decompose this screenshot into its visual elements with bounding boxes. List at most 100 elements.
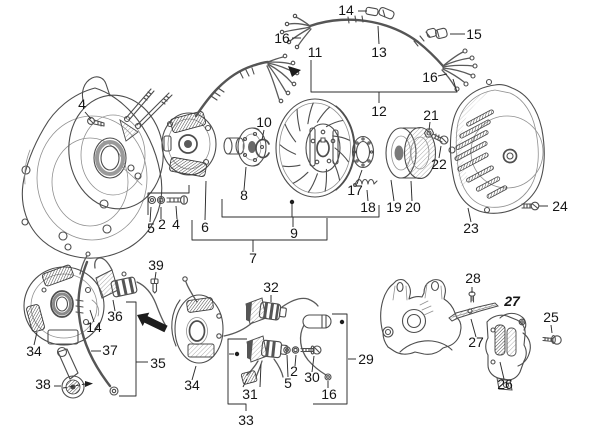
part-label-2: 2: [158, 216, 166, 232]
leader-line: [191, 365, 197, 381]
leader-line: [149, 206, 152, 223]
part-label-27: 27: [503, 293, 521, 309]
fan-blade: [332, 135, 351, 141]
fan-cover-23: [448, 78, 545, 214]
part-label-16: 16: [274, 30, 290, 46]
flywheel-blades: [279, 102, 351, 193]
washer-2: [291, 346, 300, 354]
stator-34-left: [23, 251, 105, 346]
part-label-12: 12: [371, 103, 387, 119]
part-label-26: 26: [497, 376, 513, 392]
leader-line: [467, 207, 472, 223]
leader-line: [259, 363, 262, 388]
part-label-18: 18: [360, 199, 376, 215]
leader-line: [377, 25, 380, 45]
coil-32: [223, 297, 319, 337]
part-label-10: 10: [256, 114, 272, 130]
fan-blade: [292, 171, 309, 184]
part-label-34: 34: [26, 343, 42, 359]
leader-line: [175, 205, 178, 220]
screw-4-top: [87, 117, 105, 127]
part-label-8: 8: [240, 187, 248, 203]
leader-line: [499, 361, 505, 380]
stator-34-center: [171, 276, 224, 364]
part-label-33: 33: [238, 412, 254, 428]
part-label-36: 36: [107, 308, 123, 324]
leader-line: [84, 111, 92, 120]
part-label-21: 21: [423, 107, 439, 123]
part-label-16: 16: [422, 69, 438, 85]
leader-line: [242, 378, 248, 388]
part-label-31: 31: [242, 386, 258, 402]
part-label-4: 4: [78, 96, 86, 112]
callout-dot: [234, 351, 240, 357]
part-label-14: 14: [338, 2, 354, 18]
wiring-harness-12: [279, 13, 478, 92]
connector-14: [365, 6, 395, 20]
suppressor-cap-29: [299, 314, 332, 381]
leader-line: [311, 355, 315, 373]
part-label-35: 35: [150, 355, 166, 371]
fan-blade: [307, 173, 318, 193]
part-label-9: 9: [290, 225, 298, 241]
fastener-set-center: [147, 195, 189, 205]
part-label-30: 30: [304, 369, 320, 385]
part-label-38: 38: [35, 376, 51, 392]
crankcase-fragment: [380, 278, 462, 355]
crankcase-cover: [21, 87, 163, 259]
part-label-5: 5: [147, 220, 155, 236]
part-label-29: 29: [358, 351, 374, 367]
leader-line: [356, 169, 363, 185]
leader-line: [261, 129, 265, 141]
leader-line: [313, 313, 348, 405]
leader-line: [147, 185, 190, 215]
part-label-6: 6: [201, 219, 209, 235]
screw-24: [521, 201, 540, 211]
part-label-25: 25: [543, 309, 559, 325]
leader-line: [191, 218, 328, 241]
connector-15: [426, 27, 448, 40]
regulator-26: [485, 312, 531, 391]
coil-36: [94, 257, 167, 327]
part-label-19: 19: [386, 199, 402, 215]
fan-blade: [279, 144, 297, 155]
part-label-32: 32: [263, 279, 279, 295]
pointer-arrow-small: [85, 381, 93, 387]
circlip-10: [255, 138, 270, 159]
leader-line: [410, 180, 413, 202]
coil-31: [240, 335, 288, 385]
leader-line: [366, 189, 369, 202]
nut-21: [423, 128, 435, 138]
hub-8: [223, 127, 267, 167]
part-label-7: 7: [249, 250, 257, 266]
part-label-11: 11: [308, 44, 323, 60]
cable-eyelet-16: [324, 373, 332, 381]
direction-arrow-top: [288, 66, 301, 77]
part-label-15: 15: [466, 26, 482, 42]
fan-blade: [282, 164, 301, 168]
leader-line: [437, 73, 448, 77]
part-label-27: 27: [468, 334, 484, 350]
fan-blade: [296, 108, 301, 132]
part-label-24: 24: [552, 198, 568, 214]
fan-blade: [307, 102, 314, 125]
screw-25: [542, 334, 562, 345]
part-label-28: 28: [465, 270, 481, 286]
leader-line: [286, 354, 289, 378]
pulley-19-20: [385, 126, 437, 180]
cable-37: [75, 260, 119, 396]
part-label-39: 39: [148, 257, 164, 273]
washer-5: [283, 346, 291, 354]
leader-line: [294, 354, 297, 367]
bearing-ring-17: [351, 135, 375, 169]
part-label-16: 16: [321, 386, 337, 402]
part-label-5: 5: [284, 375, 292, 391]
direction-arrow-big: [137, 312, 168, 333]
leader-line: [221, 199, 380, 218]
leader-line: [470, 318, 477, 338]
plate-27: [448, 302, 499, 322]
